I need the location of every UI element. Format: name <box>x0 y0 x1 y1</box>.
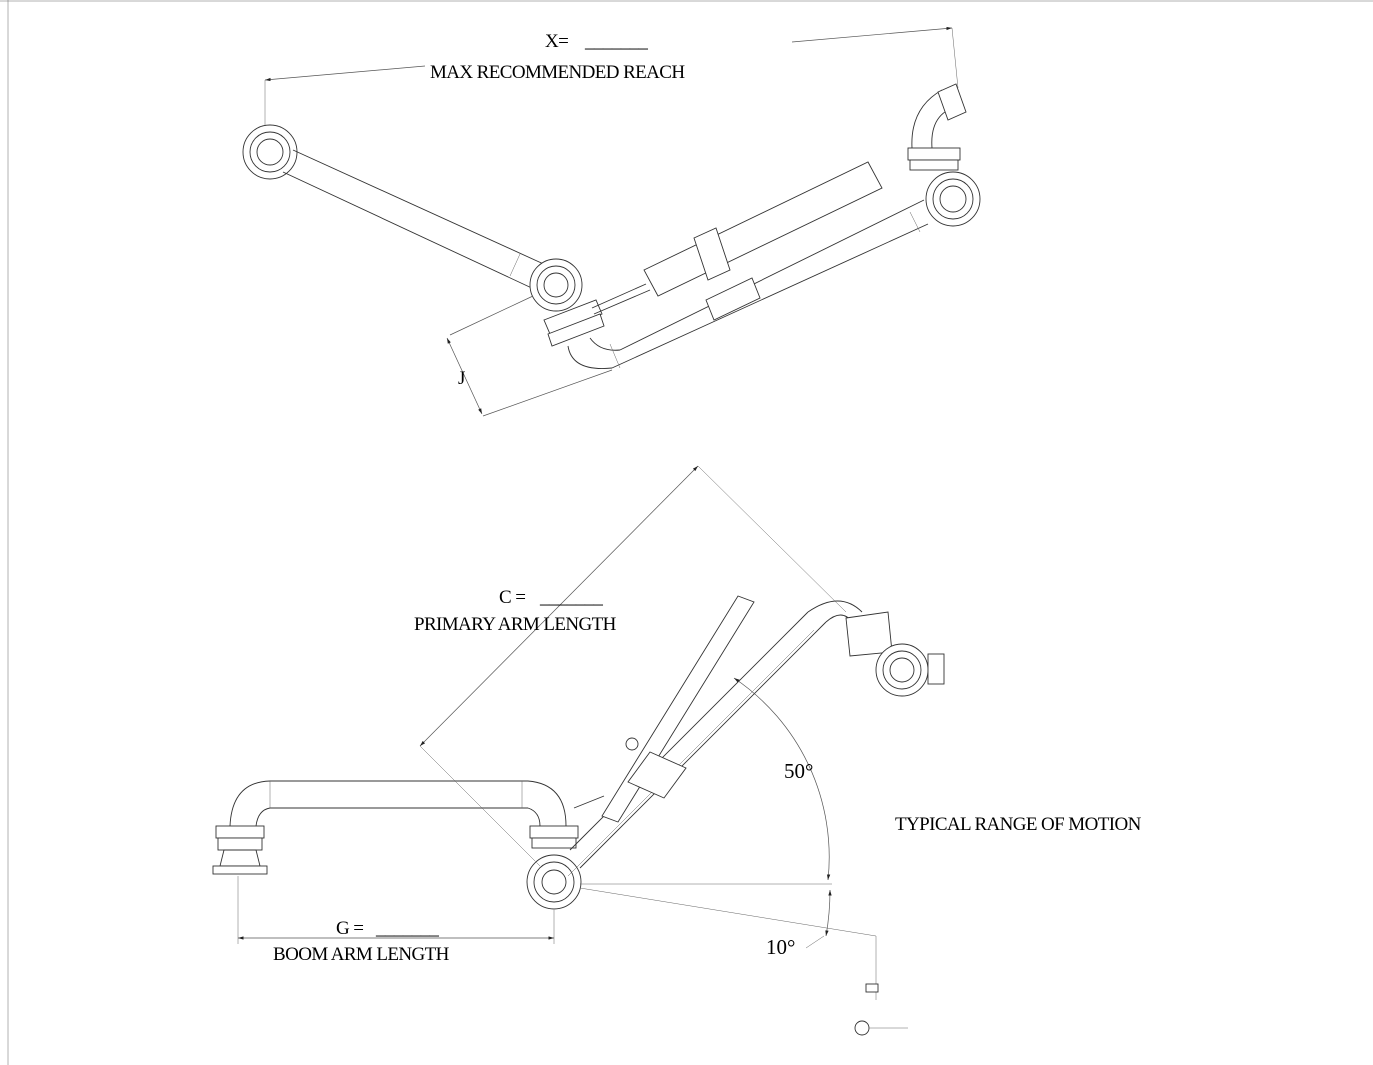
g-label: G = <box>336 918 363 939</box>
reach-dim-left <box>264 65 426 82</box>
x-blank: _______ <box>584 31 648 52</box>
top-assembly <box>242 26 981 417</box>
primary-arm-label: PRIMARY ARM LENGTH <box>414 614 617 635</box>
x-label: X= <box>545 31 568 52</box>
reach-ext-right <box>951 27 959 89</box>
c-ext-left <box>419 745 541 867</box>
left-swivel-joint <box>242 124 298 180</box>
bottom-boom-arm <box>229 780 567 827</box>
max-reach-label: MAX RECOMMENDED REACH <box>430 62 685 83</box>
reach-dim-right <box>791 26 953 43</box>
right-swivel-joint <box>925 171 981 227</box>
angle-10-leader <box>805 935 825 949</box>
handle-block <box>865 983 879 993</box>
bottom-center-flange <box>529 825 579 849</box>
top-lower-pipe <box>567 199 929 369</box>
lower-limit-line <box>579 887 877 937</box>
bottom-right-swivel <box>845 611 945 697</box>
g-blank: _______ <box>375 918 439 939</box>
j-ext-bottom <box>482 369 613 417</box>
c-ext-right <box>697 465 847 613</box>
c-label: C = <box>499 587 525 608</box>
angle-50-label: 50° <box>784 759 813 783</box>
middle-flange <box>543 299 605 347</box>
angle-10-label: 10° <box>766 935 795 959</box>
top-cylinder <box>591 161 883 321</box>
c-blank: _______ <box>539 587 603 608</box>
angle-arc-10 <box>825 889 832 937</box>
boom-arm-label: BOOM ARM LENGTH <box>273 944 450 965</box>
range-of-motion-label: TYPICAL RANGE OF MOTION <box>895 814 1142 835</box>
j-dimension-line <box>446 337 483 415</box>
j-label: J <box>458 368 465 389</box>
c-dimension-line <box>419 465 699 747</box>
bottom-assembly <box>212 465 945 1036</box>
top-boom-arm <box>282 149 549 291</box>
bottom-left-flange <box>212 825 268 875</box>
middle-swivel-joint <box>529 258 583 312</box>
base-swivel-joint <box>526 854 582 910</box>
right-elbow <box>907 83 967 171</box>
handle-knob <box>854 1020 870 1036</box>
j-ext-top <box>449 295 534 336</box>
angle-arc-50 <box>733 677 831 881</box>
